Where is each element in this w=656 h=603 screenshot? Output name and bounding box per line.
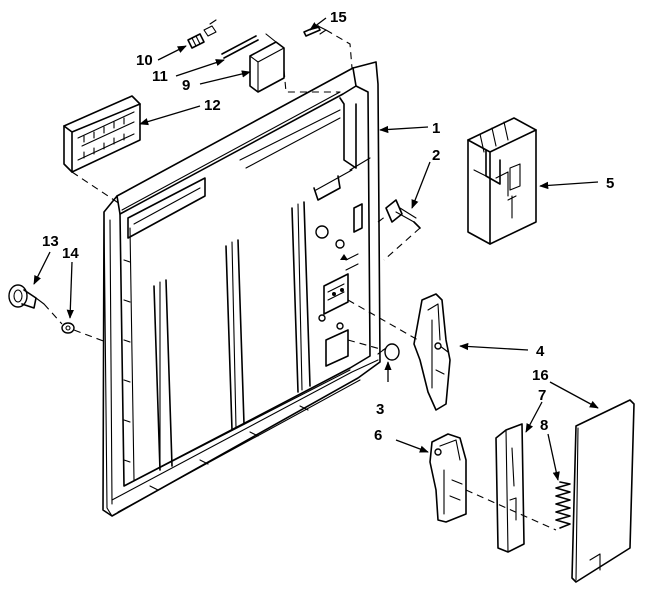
callout-12: 12	[204, 97, 221, 114]
callout-15: 15	[330, 9, 347, 26]
cover-panel-16	[571, 399, 635, 583]
callout-7: 7	[538, 387, 546, 404]
cover-9	[249, 33, 285, 93]
callout-10: 10	[136, 52, 153, 69]
pin-11	[221, 35, 259, 59]
vent-plate	[63, 95, 141, 173]
callout-1: 1	[432, 120, 440, 137]
knob-13	[8, 284, 45, 309]
bumper-3	[377, 343, 400, 361]
callout-8: 8	[540, 417, 548, 434]
spring-8	[555, 481, 571, 529]
callout-4: 4	[536, 343, 545, 360]
callout-16: 16	[532, 367, 549, 384]
small-screw-10	[187, 19, 217, 49]
callout-9: 9	[182, 77, 190, 94]
screw-15	[303, 25, 327, 37]
callout-3: 3	[376, 401, 384, 418]
slider-plate-7	[495, 423, 525, 553]
latch-4	[413, 293, 451, 411]
callout-2: 2	[432, 147, 440, 164]
callout-6: 6	[374, 427, 382, 444]
inner-door-panel	[102, 61, 381, 517]
clip-2	[385, 199, 421, 229]
bracket-6	[429, 433, 467, 523]
callout-13: 13	[42, 233, 59, 250]
callout-5: 5	[606, 175, 614, 192]
leader-lines	[33, 17, 599, 481]
washer-14	[61, 322, 75, 334]
dispenser-housing-5	[467, 117, 537, 245]
callout-11: 11	[152, 68, 168, 85]
callout-14: 14	[62, 245, 79, 262]
callout-labels: 1 2 3 4 5 6 7 8 9 10 11 12 13 14 15 16	[42, 9, 614, 444]
